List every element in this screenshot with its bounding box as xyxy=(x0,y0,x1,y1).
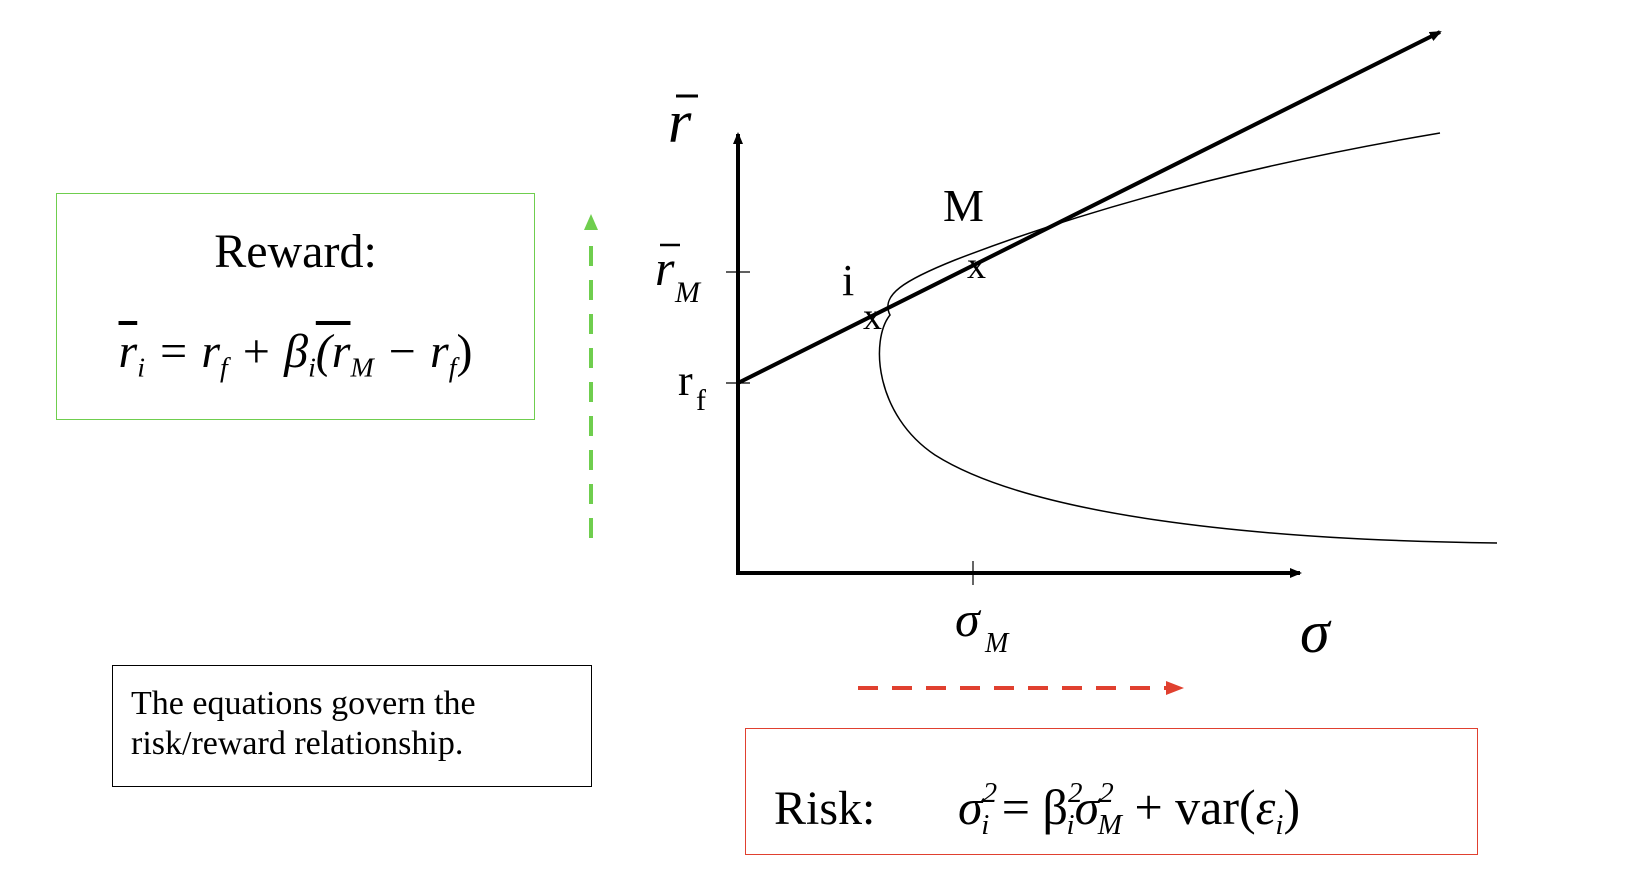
y-axis-label: r xyxy=(668,89,692,155)
reward-equation: ri = rf + βi(rM − rf) xyxy=(118,325,473,384)
y-tick-rm-label: r xyxy=(655,240,675,296)
efficient-frontier-curve xyxy=(878,132,1498,544)
y-tick-rf-label: r xyxy=(678,356,693,405)
x-tick-sm-sub: M xyxy=(984,628,1010,659)
note-line-1: The equations govern the xyxy=(131,685,476,722)
note-line-2: risk/reward relationship. xyxy=(131,725,464,762)
risk-box: Risk: σ2i = β2iσ2M + var(εi) xyxy=(745,728,1478,855)
reward-title: Reward: xyxy=(214,225,377,278)
point-i-label: i xyxy=(842,256,854,305)
point-i-marker: x xyxy=(863,296,882,338)
y-tick-rm-sub: M xyxy=(674,276,702,309)
y-tick-rf-sub: f xyxy=(696,384,706,417)
x-tick-sm-label: σ xyxy=(955,591,982,647)
point-m-marker: x xyxy=(967,245,986,287)
reward-direction-arrow-head xyxy=(584,214,598,230)
point-m-label: M xyxy=(943,180,984,231)
note-box: The equations govern the risk/reward rel… xyxy=(112,665,592,787)
x-axis-label: σ xyxy=(1300,599,1332,665)
capital-market-line xyxy=(737,30,1442,385)
reward-box: Reward: ri = rf + βi(rM − rf) xyxy=(56,193,535,420)
risk-equation: σ2i = β2iσ2M + var(εi) xyxy=(958,777,1301,841)
risk-direction-arrow-head xyxy=(1166,681,1184,695)
risk-label: Risk: xyxy=(774,782,876,835)
